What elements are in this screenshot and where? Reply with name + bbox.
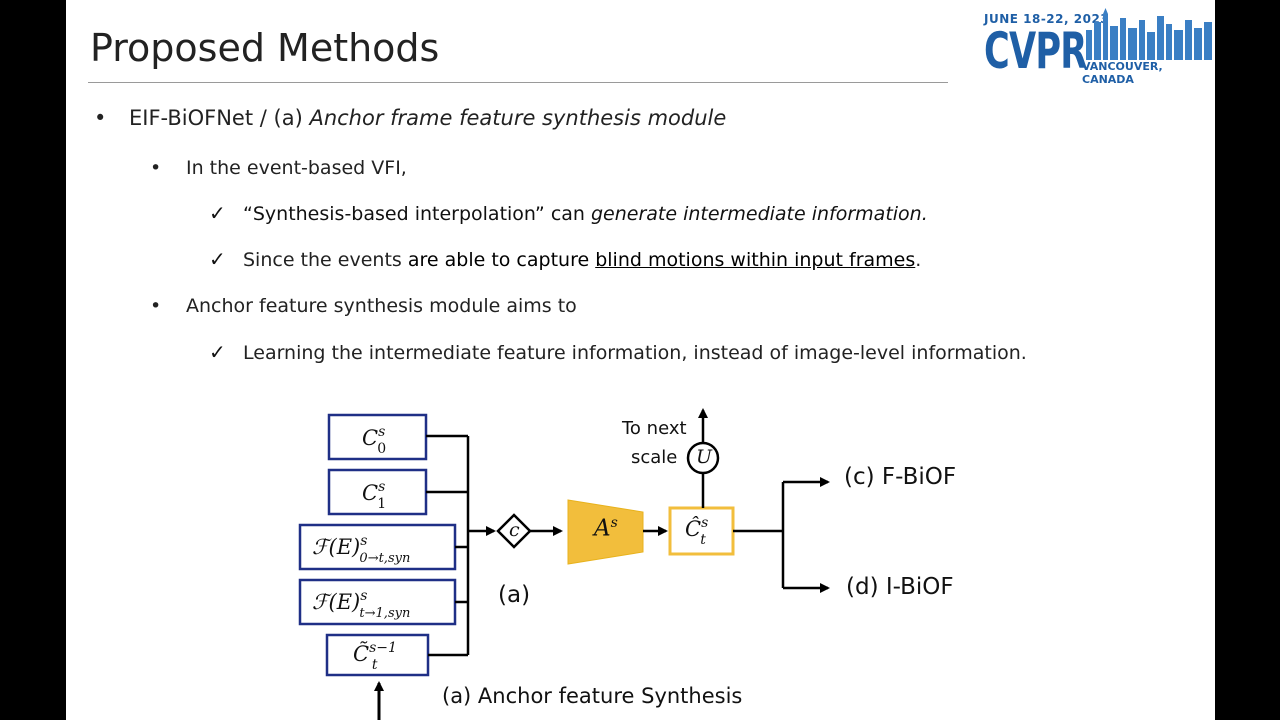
checkmark-icon: ✓ — [209, 342, 226, 364]
bullet-main-title: EIF-BiOFNet / (a) Anchor frame feature s… — [129, 106, 726, 130]
check-events: Since the events are able to capture bli… — [243, 249, 921, 271]
i-biof-label: (d) I-BiOF — [846, 574, 954, 600]
box-c1 — [327, 468, 428, 516]
checkmark-icon: ✓ — [209, 203, 226, 225]
bullet-dot: • — [94, 106, 107, 130]
slide-title: Proposed Methods — [90, 26, 440, 70]
collector-lines — [426, 434, 496, 657]
bullet-dot: • — [150, 295, 162, 317]
logo-place: VANCOUVER, CANADA — [1082, 60, 1163, 86]
checkmark-icon: ✓ — [209, 249, 226, 271]
check-events-end: . — [915, 249, 922, 271]
bullet-anchor-aims: Anchor feature synthesis module aims to — [186, 295, 577, 317]
bullet-event-vfi: In the event-based VFI, — [186, 157, 407, 179]
slide-canvas: Proposed Methods JUNE 18-22, 2023 CVPR — [66, 0, 1215, 720]
check-synthesis: “Synthesis-based interpolation” can gene… — [243, 203, 928, 225]
title-divider — [88, 82, 948, 83]
upsample-label: U — [696, 446, 713, 468]
to-next-label-2: scale — [631, 447, 678, 468]
anchor-network-letter: A — [594, 515, 611, 542]
logo-name: CVPR — [984, 22, 1087, 80]
concat-label: c — [509, 519, 520, 541]
check-events-mid: are able to capture — [407, 249, 596, 271]
diagram-caption: (a) Anchor feature Synthesis — [442, 684, 743, 708]
anchor-network-sup: s — [610, 515, 618, 531]
bullet-main-italic: Anchor frame feature synthesis module — [309, 106, 727, 130]
check-events-underlined: blind motions within input frames — [595, 249, 916, 271]
logo-date: JUNE 18-22, 2023 — [984, 12, 1110, 26]
bullet-dot: • — [150, 157, 162, 179]
check-learning: Learning the intermediate feature inform… — [243, 342, 1027, 364]
box-ct-prev — [325, 633, 430, 677]
anchor-network-label: As — [594, 515, 618, 542]
f-biof-label: (c) F-BiOF — [844, 464, 957, 490]
a-label: (a) — [498, 582, 531, 608]
concat-diamond — [496, 513, 532, 549]
cvpr-logo: JUNE 18-22, 2023 CVPR VANCOUVER, — [984, 8, 1215, 86]
check-synthesis-prefix: “Synthesis-based interpolation” can — [243, 203, 591, 225]
bullet-main-prefix: EIF-BiOFNet / (a) — [129, 106, 310, 130]
check-events-prefix: Since the events — [243, 249, 408, 271]
skyline-icon — [1086, 8, 1212, 60]
check-synthesis-italic: generate intermediate information. — [590, 203, 928, 225]
to-next-label-1: To next — [622, 418, 687, 439]
